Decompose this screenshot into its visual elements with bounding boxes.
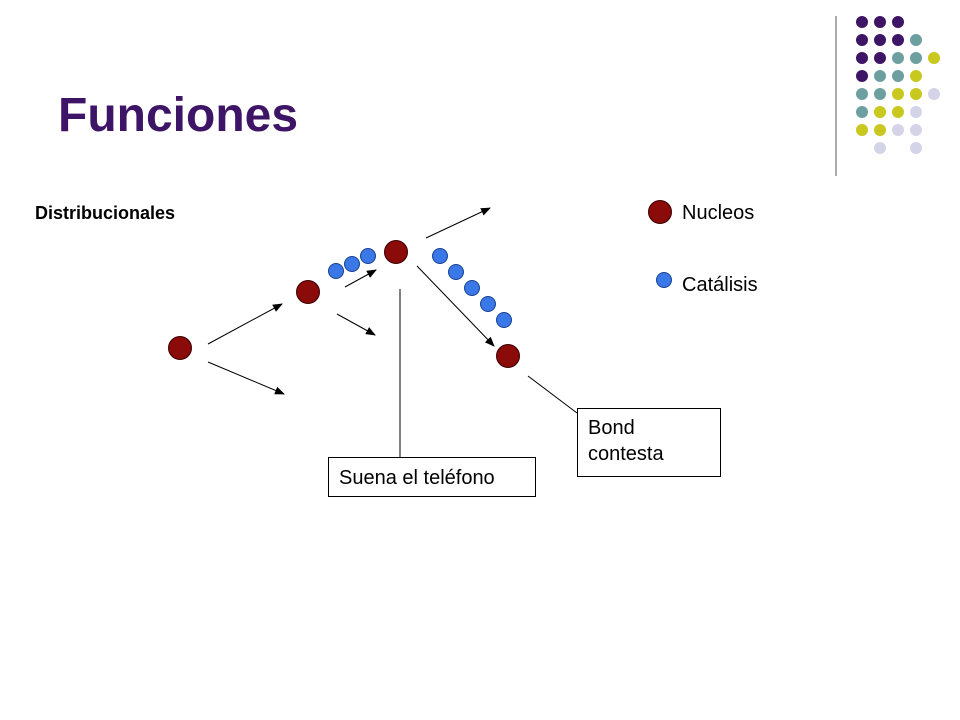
- legend-nucleos-label: Nucleos: [682, 202, 755, 224]
- arrow-n1-to-n2: [207, 303, 283, 345]
- catalisis-node: [328, 263, 344, 279]
- decorative-dot: [892, 70, 904, 82]
- callout-suena-telefono-text: Suena el teléfono: [339, 467, 495, 489]
- arrow-n2-to-n3: [344, 269, 377, 288]
- legend-catalisis-marker: [656, 272, 672, 288]
- catalisis-node: [360, 248, 376, 264]
- callout-bond-pointer: [527, 375, 578, 414]
- callout-bond-contesta: Bond contesta: [577, 408, 721, 477]
- callout-suena-telefono: Suena el teléfono: [328, 457, 536, 497]
- decorative-dot: [892, 52, 904, 64]
- decorative-dot-grid: [856, 16, 940, 154]
- decorative-dot: [910, 34, 922, 46]
- decorative-dot: [910, 124, 922, 136]
- arrow-n2-branch-down: [336, 313, 376, 336]
- nucleos-group: [168, 240, 520, 368]
- decorative-dot: [910, 142, 922, 154]
- callout-bond-contesta-text: Bond contesta: [588, 417, 664, 465]
- decorative-dot: [856, 70, 868, 82]
- decorative-dot: [856, 106, 868, 118]
- decorative-dot: [856, 16, 868, 28]
- decorative-dot: [856, 124, 868, 136]
- decorative-dot: [856, 88, 868, 100]
- decorative-dot: [910, 88, 922, 100]
- decorative-dot: [874, 52, 886, 64]
- decorative-dot: [892, 106, 904, 118]
- decorative-dot: [874, 34, 886, 46]
- decorative-dot: [874, 70, 886, 82]
- decorative-dot: [856, 52, 868, 64]
- catalisis-node: [448, 264, 464, 280]
- decorative-dot: [928, 52, 940, 64]
- nucleo-node-3: [384, 240, 408, 264]
- nucleo-node-4: [496, 344, 520, 368]
- catalisis-group: [328, 248, 512, 328]
- decorative-dot: [856, 34, 868, 46]
- decorative-dot: [874, 106, 886, 118]
- decorative-dot: [910, 106, 922, 118]
- catalisis-node: [480, 296, 496, 312]
- catalisis-node: [344, 256, 360, 272]
- arrow-n3-branch-up: [425, 207, 491, 239]
- decorative-dot: [892, 34, 904, 46]
- nucleo-node-1: [168, 336, 192, 360]
- diagram-subtitle: Distribucionales: [35, 203, 176, 223]
- decorative-dot: [892, 16, 904, 28]
- catalisis-node: [432, 248, 448, 264]
- arrow-n3-to-n4: [416, 265, 495, 347]
- decorative-dot: [874, 16, 886, 28]
- story-arrows: [207, 207, 495, 395]
- decorative-dot: [892, 124, 904, 136]
- decorative-dot: [874, 124, 886, 136]
- decorative-dot: [874, 88, 886, 100]
- decorative-dot: [874, 142, 886, 154]
- legend-catalisis-label: Catálisis: [682, 274, 758, 296]
- nucleo-node-2: [296, 280, 320, 304]
- decorative-dot: [910, 70, 922, 82]
- catalisis-node: [496, 312, 512, 328]
- catalisis-node: [464, 280, 480, 296]
- slide-title: Funciones: [58, 89, 299, 142]
- arrow-n1-branch-down: [207, 361, 285, 395]
- legend-nucleos-marker: [648, 200, 672, 224]
- decorative-dot: [928, 88, 940, 100]
- decorative-dot: [892, 88, 904, 100]
- decorative-dot: [910, 52, 922, 64]
